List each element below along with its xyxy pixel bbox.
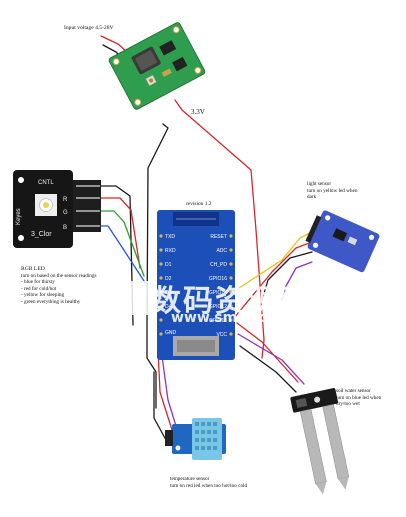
rgb-led-item-green: - green everything is healthy <box>21 298 81 305</box>
board-revision-label: revision 1.2 <box>186 201 212 207</box>
rgb-pin-r: R <box>63 197 68 203</box>
soil-sensor-title: soil water sensor <box>336 388 371 394</box>
output-voltage-label: 3.3V <box>191 108 205 116</box>
pin-txd: TXD <box>165 234 175 240</box>
soil-sensor-desc-1: turn on blue led when <box>336 394 382 401</box>
rgb-led-item-blue: - blue for thirsty <box>21 279 55 286</box>
light-sensor-module <box>305 210 380 273</box>
soil-red-wire <box>236 322 299 383</box>
pin-ch-pd: CH_PD <box>210 262 227 268</box>
soil-black-wire <box>239 345 297 393</box>
rgb-side-label: Keyes <box>16 208 22 225</box>
temp-sensor-title: temperature sensor <box>170 476 210 482</box>
pin-gpio14: GPIO14 <box>209 290 227 296</box>
pin-d1: D1 <box>165 262 172 268</box>
rgb-led-module: CNTL Keyes 3_Clor R G B <box>13 170 101 248</box>
light-sensor-desc-2: dark <box>307 194 317 200</box>
soil-water-sensor <box>290 388 350 495</box>
rgb-model-label: 3_Clor <box>31 231 52 238</box>
soil-sensor-annotation: soil water sensor turn on blue led when … <box>336 388 381 408</box>
temp-black-wire <box>153 371 167 441</box>
pin-gpio12: GPIO12 <box>209 304 227 310</box>
pin-d4: D4 <box>165 304 172 310</box>
pin-reset: RESET <box>210 234 227 240</box>
rgb-pin-g: G <box>63 210 68 216</box>
pin-d2: D2 <box>165 276 172 282</box>
light-sensor-title: light sensor <box>307 181 332 187</box>
temp-sensor-desc: turn on red led when too hot/too cold <box>170 482 248 489</box>
pin-vcc: VCC <box>216 332 227 338</box>
pin-rxd: RXD <box>165 248 176 254</box>
buck-converter <box>108 22 206 110</box>
temperature-sensor-module <box>165 418 226 460</box>
rgb-led-desc: turn on based on the sensor readings <box>21 272 97 279</box>
light-red-wire <box>233 241 313 319</box>
watermark-text: 数码资源网 <box>151 284 311 319</box>
rgb-led-title: RGB LED <box>21 266 45 272</box>
output-black-wire <box>146 123 169 409</box>
rgb-header-label: CNTL <box>38 180 54 186</box>
light-purple-wire <box>281 261 313 301</box>
esp-board: TXD RXD D1 D2 D3 D4 GND RESET ADC CH_PD … <box>157 210 235 360</box>
pin-gpio13: GPIO13 <box>209 318 227 324</box>
rgb-led-annotation: RGB LED turn on based on the sensor read… <box>21 266 97 305</box>
temp-purple-wire <box>161 355 177 427</box>
soil-purple-wire <box>237 333 305 385</box>
pin-adc: ADC <box>216 248 227 254</box>
light-black-wire <box>261 251 313 301</box>
pin-gnd: GND <box>165 330 177 336</box>
light-yellow-wire <box>229 231 313 295</box>
soil-sensor-desc-2: dry/too wet <box>336 401 360 407</box>
pin-d3: D3 <box>165 290 172 296</box>
rgb-pin-b: B <box>63 225 67 231</box>
temp-red-wire <box>157 349 173 431</box>
light-sensor-annotation: light sensor turn on yellow led when dar… <box>307 181 357 201</box>
watermark-url: www.smzy.com <box>171 310 291 326</box>
input-voltage-label: Input voltage 4.5-28V <box>64 25 114 31</box>
rgb-led-item-red: - red for cold/hot <box>21 285 57 292</box>
light-sensor-desc-1: turn on yellow led when <box>307 187 358 194</box>
rgb-led-item-yellow: - yellow for sleeping <box>21 292 65 299</box>
pin-gpio16: GPIO16 <box>209 276 227 282</box>
temp-sensor-annotation: temperature sensor turn on red led when … <box>170 476 247 489</box>
watermark-logo-icon <box>122 281 156 315</box>
